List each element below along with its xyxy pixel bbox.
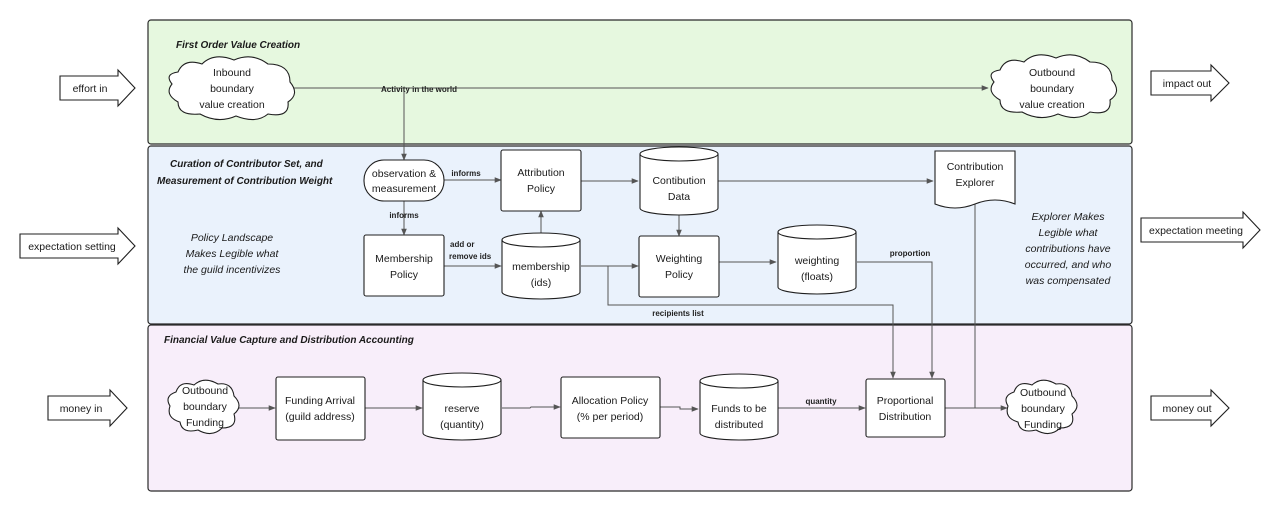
svg-text:Contibution: Contibution [652,175,705,187]
side-arrow-effort-in: effort in [59,68,136,108]
svg-text:Membership: Membership [375,253,433,265]
svg-text:Policy Landscape: Policy Landscape [191,232,273,244]
svg-text:Policy: Policy [665,269,694,281]
svg-text:Policy: Policy [390,269,419,281]
node-funds-to-be-distributed: Funds to be distributed [699,373,779,441]
edge-label-proportion: proportion [890,249,931,258]
side-arrow-money-in: money in [47,388,128,428]
svg-text:Outbound: Outbound [1029,67,1075,79]
svg-text:observation &: observation & [372,168,436,180]
svg-text:Funding Arrival: Funding Arrival [285,395,355,407]
svg-text:Attribution: Attribution [517,167,564,179]
edge-label-remove-ids: remove ids [449,252,492,261]
lane-curation-title-line2: Measurement of Contribution Weight [157,176,333,187]
svg-text:expectation setting: expectation setting [28,241,116,253]
svg-text:Funds to be: Funds to be [711,403,767,415]
svg-text:Weighting: Weighting [656,253,703,265]
edge-label-add-or: add or [450,240,474,249]
node-inbound-value-creation: Inbound boundary value creation [168,56,296,121]
edge-allocation-to-funds [660,406,699,412]
svg-text:Distribution: Distribution [879,411,932,423]
node-contribution-explorer: Contribution Explorer [934,150,1016,209]
lane-financial-title: Financial Value Capture and Distribution… [164,335,414,346]
svg-text:weighting: weighting [794,255,840,267]
svg-text:Explorer Makes: Explorer Makes [1032,211,1106,223]
edge-label-informs-right: informs [451,169,481,178]
svg-text:money in: money in [60,403,103,415]
node-membership-ids: membership (ids) [501,232,581,300]
svg-text:the guild incentivizes: the guild incentivizes [184,264,282,276]
lane-first-order-title: First Order Value Creation [176,40,300,51]
node-attribution-policy: Attribution Policy [500,149,582,212]
node-weighting-policy: Weighting Policy [638,235,720,298]
svg-text:expectation meeting: expectation meeting [1149,225,1243,237]
svg-text:Funding: Funding [1024,419,1062,431]
side-arrow-expectation-setting: expectation setting [19,226,136,266]
svg-text:boundary: boundary [210,83,255,95]
svg-text:value creation: value creation [1019,99,1085,111]
node-observation-measurement: observation & measurement [363,159,445,202]
node-proportional-distribution: Proportional Distribution [865,378,946,438]
edge-label-activity: Activity in the world [381,85,457,94]
edge-reserve-to-allocation [502,404,561,410]
edges [233,85,1008,412]
svg-text:Outbound: Outbound [182,385,228,397]
lane-first-order [147,19,1133,145]
svg-text:boundary: boundary [183,401,228,413]
side-arrow-expectation-meeting: expectation meeting [1140,210,1261,250]
svg-text:measurement: measurement [372,183,436,195]
lane-curation-title-line1: Curation of Contributor Set, and [170,159,324,170]
svg-text:Policy: Policy [527,183,556,195]
svg-text:membership: membership [512,261,570,273]
svg-text:Explorer: Explorer [955,177,995,189]
svg-text:value creation: value creation [199,99,265,111]
svg-text:(% per period): (% per period) [577,411,644,423]
node-outbound-value-creation: Outbound boundary value creation [990,54,1118,119]
svg-text:Data: Data [668,191,690,203]
edge-label-informs-down: informs [389,211,419,220]
node-outbound-funding-out: Outbound boundary Funding [1005,379,1078,435]
side-arrow-impact-out: impact out [1150,63,1230,103]
svg-text:Outbound: Outbound [1020,387,1066,399]
node-allocation-policy: Allocation Policy (% per period) [560,376,661,439]
svg-text:boundary: boundary [1030,83,1075,95]
svg-text:occurred, and who: occurred, and who [1025,259,1112,271]
svg-text:reserve: reserve [444,403,479,415]
edge-label-quantity: quantity [805,397,837,406]
note-policy-landscape: Policy Landscape Makes Legible what the … [184,232,282,276]
svg-text:Makes Legible what: Makes Legible what [186,248,280,260]
svg-text:Inbound: Inbound [213,67,251,79]
node-membership-policy: Membership Policy [363,234,445,297]
svg-text:distributed: distributed [715,419,764,431]
svg-text:Funding: Funding [186,417,224,429]
side-arrow-money-out: money out [1150,388,1230,428]
edge-floats-to-distribution [857,261,935,379]
edge-label-recipients: recipients list [652,309,704,318]
svg-text:impact out: impact out [1163,78,1212,90]
svg-text:Contribution: Contribution [947,161,1004,173]
svg-text:effort in: effort in [73,83,108,95]
svg-text:(guild address): (guild address) [285,411,354,423]
node-contribution-data: Contibution Data [639,146,719,216]
node-outbound-funding-in: Outbound boundary Funding [167,379,240,435]
svg-text:was compensated: was compensated [1026,275,1112,287]
svg-text:(floats): (floats) [801,271,833,283]
svg-text:(quantity): (quantity) [440,419,484,431]
node-reserve: reserve (quantity) [422,372,502,441]
svg-text:Allocation Policy: Allocation Policy [572,395,649,407]
node-weighting-floats: weighting (floats) [777,224,857,295]
node-funding-arrival: Funding Arrival (guild address) [275,376,366,441]
svg-text:Proportional: Proportional [877,395,934,407]
svg-text:Legible what: Legible what [1039,227,1099,239]
svg-text:(ids): (ids) [531,277,551,289]
svg-text:money out: money out [1162,403,1211,415]
svg-text:boundary: boundary [1021,403,1066,415]
edge-ids-to-distribution [581,265,896,379]
svg-text:contributions have: contributions have [1025,243,1110,255]
note-explorer: Explorer Makes Legible what contribution… [1025,211,1112,287]
